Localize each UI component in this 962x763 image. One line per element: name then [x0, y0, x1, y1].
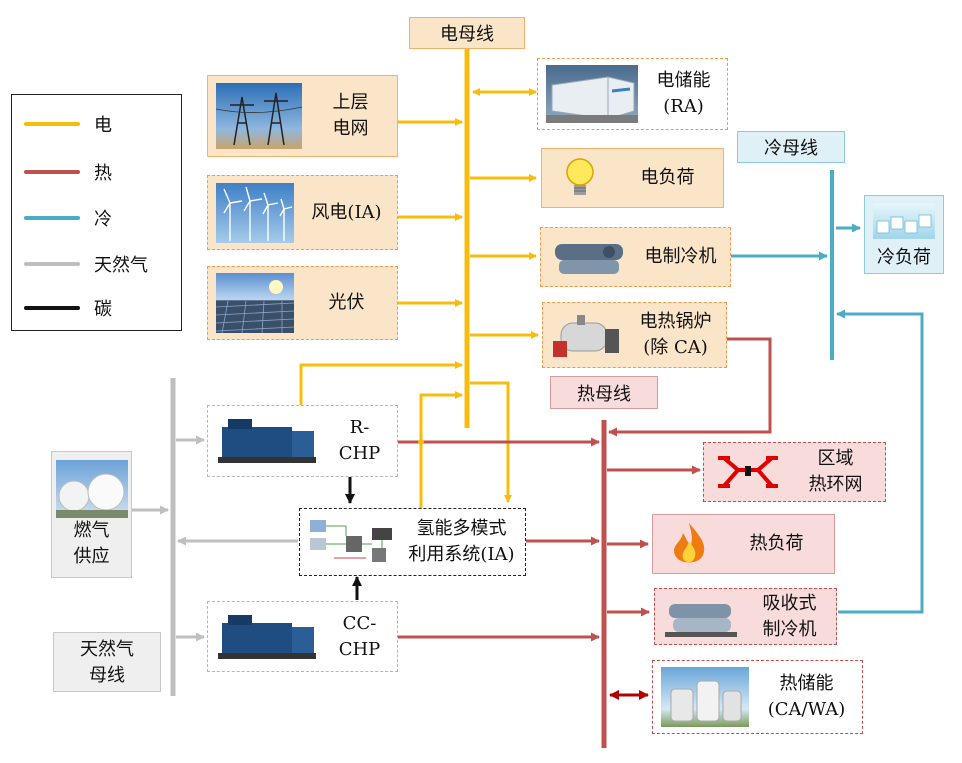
- legend-swatch-heat: [24, 170, 80, 174]
- legend-label-electric: 电: [94, 115, 112, 136]
- heat-storage-label-line1: 热储能: [779, 673, 834, 694]
- r-chp-label-line2: CHP: [338, 443, 381, 464]
- light-bulb-icon: [550, 155, 610, 201]
- hydrogen-system-node: 氢能多模式 利用系统(IA): [299, 508, 526, 576]
- legend-label-cold: 冷: [94, 209, 112, 230]
- legend-label-carbon: 碳: [94, 299, 112, 320]
- cold-load-node: 冷负荷: [864, 195, 944, 274]
- elec-storage-label-line1: 电储能: [656, 70, 711, 91]
- upper-grid-label-line1: 上层: [332, 92, 369, 113]
- upper-grid-label-line2: 电网: [332, 118, 369, 139]
- hydrogen-label-line2: 利用系统(IA): [408, 544, 515, 565]
- district-heat-label-line2: 热环网: [808, 474, 863, 495]
- flame-icon: [661, 521, 717, 567]
- chiller-icon: [549, 234, 629, 280]
- elec-storage-node: 电储能 (RA): [537, 58, 728, 130]
- gas-bus-label-line2: 母线: [89, 665, 125, 686]
- legend-item-gas: 天然气: [24, 251, 148, 277]
- electric-bus-label: 电母线: [409, 17, 525, 49]
- generator-icon: [216, 609, 320, 665]
- battery-container-icon: [546, 65, 638, 123]
- legend-item-heat: 热: [24, 159, 112, 185]
- cold-load-label: 冷负荷: [877, 247, 931, 268]
- r-chp-node: R- CHP: [207, 405, 398, 477]
- heat-load-label: 热负荷: [749, 533, 804, 554]
- cc-chp-node: CC- CHP: [207, 601, 398, 672]
- legend-item-electric: 电: [24, 111, 112, 137]
- gas-bus-label: 天然气 母线: [53, 632, 161, 692]
- absorption-chiller-icon: [663, 594, 741, 640]
- wind-label: 风电(IA): [311, 201, 382, 223]
- elec-boiler-label-line1: 电热锅炉: [639, 311, 712, 332]
- transmission-tower-icon: [216, 83, 302, 149]
- ice-icon: [873, 203, 935, 239]
- elec-chiller-label: 电制冷机: [644, 246, 717, 267]
- heat-bus-label: 热母线: [550, 376, 658, 409]
- hydrogen-system-diagram-icon: [306, 514, 398, 570]
- gas-bus-label-line1: 天然气: [80, 639, 134, 660]
- legend-label-heat: 热: [94, 163, 112, 184]
- absorption-chiller-label-line2: 制冷机: [762, 618, 817, 640]
- wind-node: 风电(IA): [207, 175, 398, 250]
- legend: 电 热 冷 天然气 碳: [11, 94, 182, 331]
- heat-storage-label-line2: (CA/WA): [767, 699, 846, 720]
- r-chp-label-line1: R-: [349, 417, 370, 438]
- legend-swatch-carbon: [24, 306, 80, 310]
- elec-boiler-label-line2: (除 CA): [643, 337, 708, 358]
- legend-label-gas: 天然气: [94, 255, 148, 276]
- upper-grid-node: 上层 电网: [207, 75, 398, 157]
- heat-network-icon: [712, 450, 784, 494]
- cc-chp-label-line2: CHP: [338, 638, 381, 660]
- elec-load-label: 电负荷: [640, 167, 695, 188]
- elec-boiler-node: 电热锅炉 (除 CA): [542, 302, 727, 368]
- legend-swatch-cold: [24, 216, 80, 220]
- wind-turbine-icon: [216, 182, 294, 243]
- elec-chiller-node: 电制冷机: [540, 227, 731, 287]
- legend-item-carbon: 碳: [24, 295, 112, 321]
- pv-node: 光伏: [207, 266, 398, 340]
- cc-chp-label-line1: CC-: [342, 612, 377, 634]
- elec-load-node: 电负荷: [541, 148, 724, 208]
- legend-swatch-gas: [24, 262, 80, 266]
- pv-label: 光伏: [328, 292, 365, 313]
- district-heat-node: 区域 热环网: [703, 442, 886, 502]
- elec-storage-label-line2: (RA): [663, 96, 704, 117]
- absorption-chiller-node: 吸收式 制冷机: [654, 588, 837, 645]
- legend-item-cold: 冷: [24, 205, 112, 231]
- cold-bus-label: 冷母线: [737, 131, 845, 163]
- gas-supply-node: 燃气 供应: [51, 451, 132, 578]
- storage-tank-icon: [661, 667, 749, 727]
- gas-supply-label-line2: 供应: [73, 546, 110, 567]
- legend-swatch-electric: [24, 122, 80, 126]
- heat-storage-node: 热储能 (CA/WA): [652, 660, 863, 734]
- gas-supply-label-line1: 燃气: [73, 520, 110, 541]
- boiler-icon: [551, 309, 623, 361]
- generator-icon: [216, 413, 320, 469]
- gas-tank-icon: [55, 460, 128, 518]
- district-heat-label-line1: 区域: [817, 448, 854, 469]
- absorption-chiller-label-line1: 吸收式: [762, 592, 817, 614]
- solar-panel-icon: [216, 273, 294, 333]
- heat-load-node: 热负荷: [652, 514, 835, 574]
- hydrogen-label-line1: 氢能多模式: [416, 518, 507, 539]
